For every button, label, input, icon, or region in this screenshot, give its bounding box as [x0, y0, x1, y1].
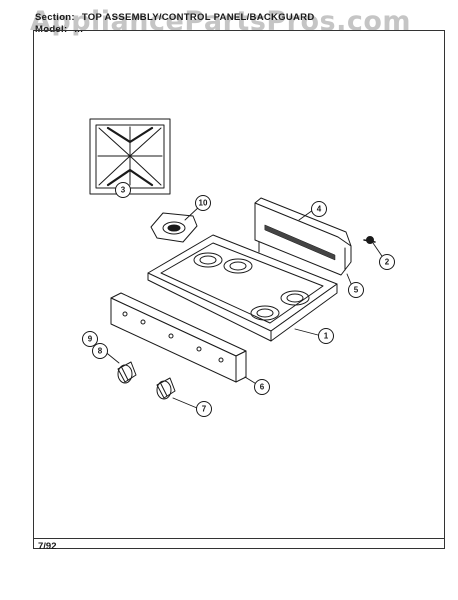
- svg-text:5: 5: [354, 286, 359, 295]
- part-backguard[interactable]: [254, 197, 352, 276]
- model-number: ...: [74, 24, 84, 35]
- section-label: Section:: [35, 12, 75, 23]
- svg-text:9: 9: [88, 335, 93, 344]
- svg-text:2: 2: [385, 258, 390, 267]
- callout-9: 9: [82, 331, 98, 347]
- part-knob-upper[interactable]: [117, 361, 137, 384]
- callout-2: 2: [379, 254, 395, 270]
- burner-rings: [193, 252, 310, 321]
- part-burner-cap[interactable]: [150, 212, 198, 243]
- svg-text:7: 7: [202, 405, 207, 414]
- callout-1: 1: [318, 328, 334, 344]
- part-grate[interactable]: [89, 118, 171, 195]
- part-screw[interactable]: [363, 236, 376, 244]
- section-title: TOP ASSEMBLY/CONTROL PANEL/BACKGUARD: [81, 12, 315, 23]
- callout-6: 6: [254, 379, 270, 395]
- knob-holes: [122, 311, 224, 363]
- model-line: Model: ...: [35, 24, 447, 36]
- part-cooktop[interactable]: [147, 234, 338, 342]
- svg-text:1: 1: [324, 332, 329, 341]
- callout-8: 8: [92, 343, 108, 359]
- callout-4: 4: [311, 201, 327, 217]
- backguard-slot: [264, 224, 336, 261]
- callout-7: 7: [196, 401, 212, 417]
- callout-10: 10: [195, 195, 211, 211]
- diagram-frame: [33, 30, 445, 549]
- svg-text:6: 6: [260, 383, 265, 392]
- model-label: Model:: [35, 24, 68, 35]
- part-knob-lower[interactable]: [156, 377, 176, 400]
- callouts: 3 10 4 2 5 1 9 8: [82, 182, 395, 417]
- part-control-panel[interactable]: [110, 292, 247, 383]
- date-code: 7/92: [38, 541, 57, 552]
- footer-divider: [33, 538, 445, 539]
- grate-bars: [97, 126, 163, 187]
- svg-text:3: 3: [121, 186, 126, 195]
- exploded-parts-diagram: 3 10 4 2 5 1 9 8: [82, 118, 395, 417]
- callout-3: 3: [115, 182, 131, 198]
- svg-text:4: 4: [317, 205, 322, 214]
- section-line: Section: TOP ASSEMBLY/CONTROL PANEL/BACK…: [35, 12, 447, 24]
- callout-5: 5: [348, 282, 364, 298]
- diagram-header: Section: TOP ASSEMBLY/CONTROL PANEL/BACK…: [35, 12, 447, 36]
- svg-text:10: 10: [199, 199, 208, 208]
- svg-text:8: 8: [98, 347, 103, 356]
